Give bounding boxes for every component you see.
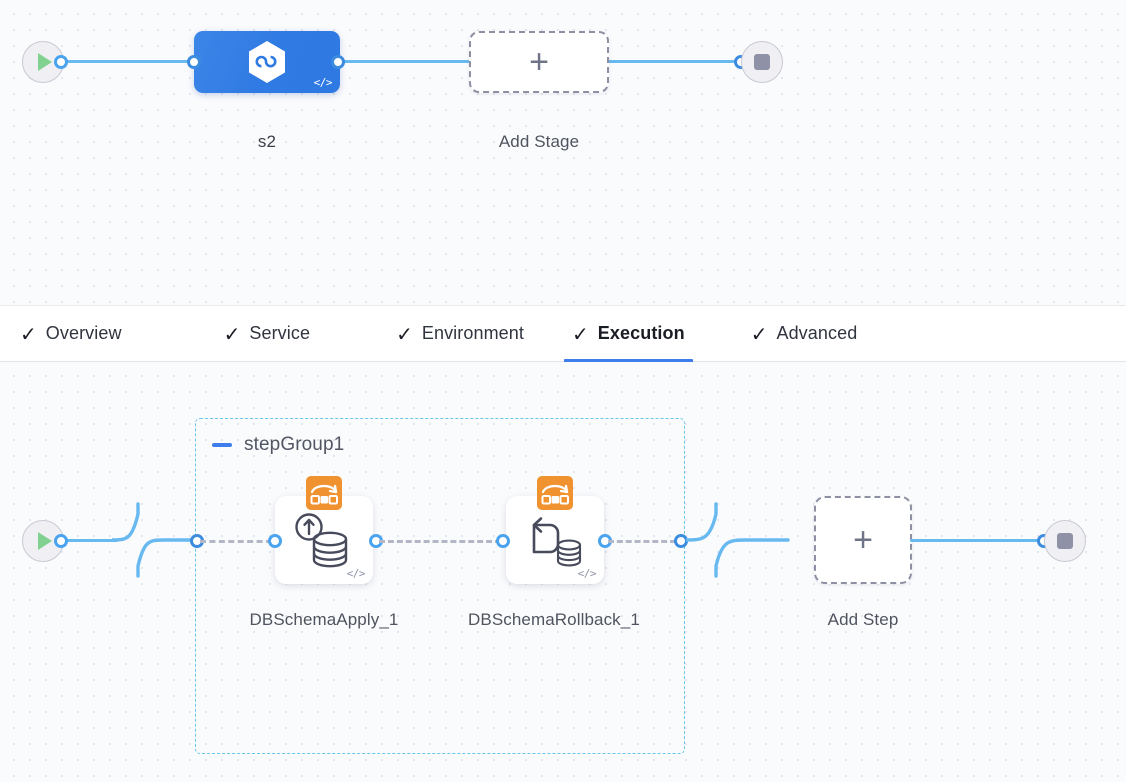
tab-advanced[interactable]: ✓ Advanced bbox=[749, 306, 860, 362]
check-icon: ✓ bbox=[223, 321, 241, 346]
step-code-badge-icon[interactable]: </> bbox=[346, 567, 366, 580]
step-node-dbschemaapply[interactable]: </> bbox=[275, 476, 373, 584]
tab-label: Overview bbox=[45, 323, 122, 343]
step1-label: DBSchemaApply_1 bbox=[249, 610, 399, 629]
add-step-label: Add Step bbox=[827, 610, 899, 629]
stage-canvas[interactable]: </> s2 + Add Stage bbox=[0, 0, 1126, 305]
step-group-header[interactable]: stepGroup1 bbox=[212, 434, 344, 456]
db-schema-apply-icon bbox=[275, 512, 373, 572]
tab-label: Execution bbox=[597, 323, 685, 343]
add-step-button[interactable]: + bbox=[814, 496, 912, 584]
step2-label: DBSchemaRollback_1 bbox=[468, 610, 640, 629]
tab-label: Service bbox=[249, 323, 311, 343]
link-start-to-stage bbox=[60, 60, 205, 63]
step-group-title: stepGroup1 bbox=[244, 434, 345, 455]
step-code-badge-icon[interactable]: </> bbox=[577, 567, 597, 580]
link-addstage-to-end bbox=[606, 60, 746, 63]
db-schema-rollback-icon bbox=[506, 512, 604, 572]
tab-label: Environment bbox=[421, 323, 525, 343]
harness-step-badge-icon bbox=[306, 476, 342, 510]
tab-label: Advanced bbox=[776, 323, 858, 343]
execution-canvas[interactable]: stepGroup1 bbox=[0, 362, 1126, 782]
stage-node-s2[interactable]: </> bbox=[194, 31, 340, 93]
play-icon bbox=[37, 532, 52, 550]
start-output-port[interactable] bbox=[54, 55, 68, 69]
tab-environment[interactable]: ✓ Environment bbox=[394, 306, 526, 362]
check-icon: ✓ bbox=[572, 321, 589, 346]
harness-step-badge-icon bbox=[537, 476, 573, 510]
stop-icon bbox=[1057, 533, 1073, 549]
step-node-dbschemarollback[interactable]: </> bbox=[506, 476, 604, 584]
stage-code-badge-icon[interactable]: </> bbox=[313, 76, 333, 89]
link-addstep-to-end bbox=[910, 539, 1048, 542]
link-stage-to-addstage bbox=[334, 60, 474, 63]
stage-config-tab-bar[interactable]: ✓ Overview ✓ Service ✓ Environment ✓ Exe… bbox=[0, 305, 1126, 363]
play-icon bbox=[37, 53, 52, 71]
execution-end-node[interactable] bbox=[1044, 520, 1086, 562]
tab-execution[interactable]: ✓ Execution bbox=[564, 306, 693, 363]
tab-overview[interactable]: ✓ Overview bbox=[18, 306, 124, 362]
link-step1-to-step2 bbox=[379, 540, 501, 543]
step1-input-port[interactable] bbox=[268, 534, 282, 548]
pipeline-end-node[interactable] bbox=[741, 41, 783, 83]
check-icon: ✓ bbox=[750, 321, 768, 346]
step-group-left-curve-connector bbox=[112, 502, 196, 578]
link-groupin-to-step1 bbox=[200, 540, 272, 543]
stage-input-port[interactable] bbox=[187, 55, 201, 69]
execution-start-output-port[interactable] bbox=[54, 534, 68, 548]
plus-icon: + bbox=[853, 521, 873, 559]
stop-icon bbox=[754, 54, 770, 70]
link-start-to-curve bbox=[58, 539, 118, 542]
link-step2-to-groupout bbox=[608, 540, 676, 543]
harness-cd-hexagon-icon bbox=[246, 39, 288, 85]
tab-service[interactable]: ✓ Service bbox=[222, 306, 313, 362]
add-stage-label: Add Stage bbox=[498, 132, 580, 151]
stage-output-port[interactable] bbox=[331, 55, 345, 69]
step-group-right-curve-connector bbox=[686, 502, 790, 578]
check-icon: ✓ bbox=[396, 321, 413, 346]
add-stage-button[interactable]: + bbox=[469, 31, 609, 93]
step-group-container[interactable] bbox=[195, 418, 685, 754]
stage-label: s2 bbox=[257, 132, 277, 151]
check-icon: ✓ bbox=[20, 321, 37, 346]
plus-icon: + bbox=[529, 43, 549, 81]
step2-input-port[interactable] bbox=[496, 534, 510, 548]
minus-icon[interactable] bbox=[212, 443, 232, 447]
